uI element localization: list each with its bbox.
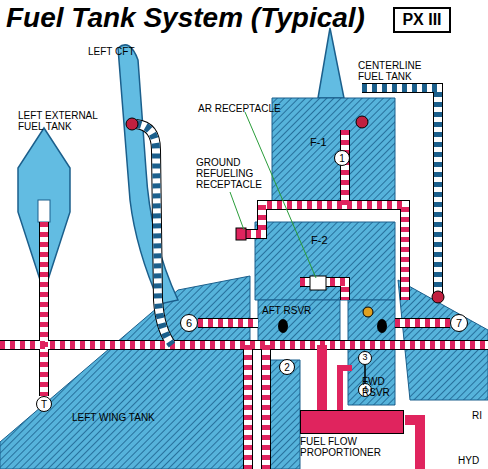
aft-reservoir-shape <box>258 300 340 345</box>
callout-number: 6 <box>180 314 198 332</box>
node-text: 3 <box>359 353 371 363</box>
pipe <box>246 205 405 300</box>
valve <box>278 319 288 333</box>
tank-section <box>270 360 300 469</box>
pipe <box>395 319 450 327</box>
pipe <box>40 222 48 396</box>
fwd-reservoir-shape <box>348 300 395 405</box>
callout-number: 2 <box>279 359 295 375</box>
pipe <box>243 345 253 469</box>
solid-pipe <box>340 368 352 412</box>
pipe <box>198 318 258 328</box>
pipe-fill <box>0 88 488 469</box>
node-text: 6 <box>181 317 197 329</box>
part-label: LEFT WING TANK <box>72 412 155 423</box>
pipe <box>244 345 252 469</box>
valve <box>377 319 387 333</box>
leader-line <box>230 192 244 230</box>
tank-insert <box>38 200 50 222</box>
callout-number: T <box>36 396 52 412</box>
pipe <box>362 88 438 297</box>
part-label: AFT RSVR <box>262 305 311 316</box>
node-text: F-2 <box>311 234 328 246</box>
node-text: F-1 <box>310 136 327 148</box>
pipe <box>340 130 350 205</box>
proportioner-body <box>300 410 404 434</box>
diagram-title: Fuel Tank System (Typical) <box>6 2 365 34</box>
solid-pipe <box>317 345 327 412</box>
f1-tank-shape <box>272 98 395 205</box>
pipe <box>136 124 172 345</box>
tank-area: F-2 <box>255 222 395 294</box>
node-text: 1 <box>335 153 349 164</box>
pipe <box>262 345 270 469</box>
pipe <box>395 319 450 327</box>
pipe <box>39 222 49 396</box>
ar-receptacle <box>310 276 326 290</box>
part-label: CENTERLINE FUEL TANK <box>358 60 428 82</box>
tank-port <box>432 291 444 303</box>
pipe <box>246 205 405 300</box>
pipe <box>341 130 349 205</box>
tank-port <box>356 116 368 128</box>
badge-box: PX III <box>393 7 451 33</box>
proportioner-box: FUEL FLOW PROPORTIONER <box>296 408 408 462</box>
callout-number: 7 <box>450 314 468 332</box>
pipe <box>362 88 438 297</box>
node-text: PX III <box>395 11 449 29</box>
callout-number: 3 <box>358 351 372 365</box>
node-text: 7 <box>451 317 467 329</box>
part-label: GROUND REFUELING RECEPTACLE <box>196 157 268 190</box>
pipe <box>246 205 405 300</box>
leader-line <box>245 112 316 278</box>
pipe <box>244 345 252 469</box>
callout-number: 1 <box>334 150 350 166</box>
part-label: RI <box>472 410 482 421</box>
tank-area: F-1 1 <box>272 98 395 198</box>
refuel-receptacle <box>236 228 246 240</box>
pipe <box>261 345 271 469</box>
pipe-outline <box>0 88 488 469</box>
pipe <box>136 124 172 345</box>
pipe <box>198 319 258 327</box>
node-text: 2 <box>280 362 294 373</box>
pipe-connector <box>364 365 366 383</box>
node-text: FUEL FLOW PROPORTIONER <box>300 436 384 458</box>
cft-shape <box>118 45 178 304</box>
part-label: LEFT CFT <box>88 46 134 57</box>
centerline-tank-shape <box>318 28 344 98</box>
pipe <box>262 345 270 469</box>
solid-pipe <box>405 420 420 469</box>
pipe <box>395 318 450 328</box>
node-text: T <box>37 399 51 410</box>
pipe <box>40 222 48 396</box>
part-label: FWD RSVR <box>362 376 394 398</box>
part-label: LEFT EXTERNAL FUEL TANK <box>18 110 102 132</box>
tank-port <box>126 118 138 130</box>
tank-port <box>363 307 373 317</box>
pipe <box>198 319 258 327</box>
f2-tank-shape <box>255 222 395 300</box>
part-label: AR RECEPTACLE <box>198 103 281 114</box>
pipe-stripes <box>0 88 488 469</box>
left-wing-tank-shape <box>0 276 250 469</box>
part-label: HYD <box>458 455 479 466</box>
pipe <box>136 124 172 345</box>
pipe <box>341 130 349 205</box>
